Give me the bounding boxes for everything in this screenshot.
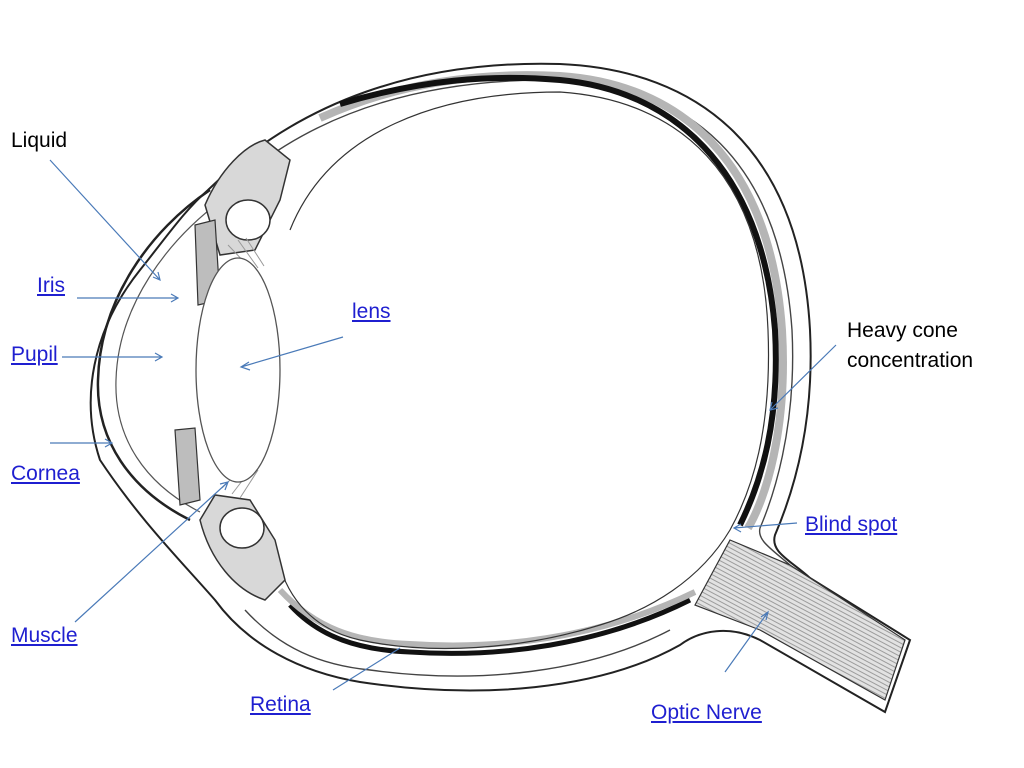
link-optic-nerve[interactable]: Optic Nerve [651, 701, 762, 724]
pointer-liquid [49, 159, 161, 282]
link-lens[interactable]: lens [352, 300, 391, 323]
link-pupil[interactable]: Pupil [11, 343, 58, 366]
ciliary-knob-top [225, 199, 271, 241]
pointer-lines [49, 159, 837, 691]
ciliary-knob-bottom [219, 507, 265, 549]
link-blind-spot[interactable]: Blind spot [805, 513, 898, 536]
pointer-blind [732, 522, 798, 533]
label-liquid: Liquid [11, 129, 68, 152]
sclera-outer [89, 62, 912, 714]
pointer-lens [239, 336, 344, 371]
pointer-optic [724, 610, 769, 673]
optic-nerve-shape [694, 539, 906, 701]
link-retina[interactable]: Retina [250, 693, 311, 716]
pointer-retina [332, 647, 401, 691]
link-iris[interactable]: Iris [37, 274, 65, 297]
link-cornea[interactable]: Cornea [11, 462, 80, 485]
link-muscle[interactable]: Muscle [11, 624, 78, 647]
pointer-pupil [62, 352, 164, 362]
cornea-shape [96, 188, 211, 522]
retina-band-lower [288, 597, 692, 656]
iris-bottom [174, 427, 201, 506]
cornea-inner [115, 199, 223, 513]
vitreous-boundary [277, 91, 770, 650]
pointer-muscle [74, 481, 229, 623]
pointer-cornea [50, 438, 114, 448]
choroid-band-lower [277, 587, 697, 649]
label-heavy-cone-line2: concentration [847, 349, 974, 372]
pointer-cone [769, 344, 837, 411]
label-heavy-cone-line1: Heavy cone [847, 319, 958, 342]
sclera-inner [224, 79, 794, 677]
lens-shape [195, 257, 281, 483]
label-heavy-cone-concentration: Heavy cone concentration [847, 316, 973, 376]
retina-band [339, 74, 779, 527]
pointer-iris [77, 293, 180, 303]
